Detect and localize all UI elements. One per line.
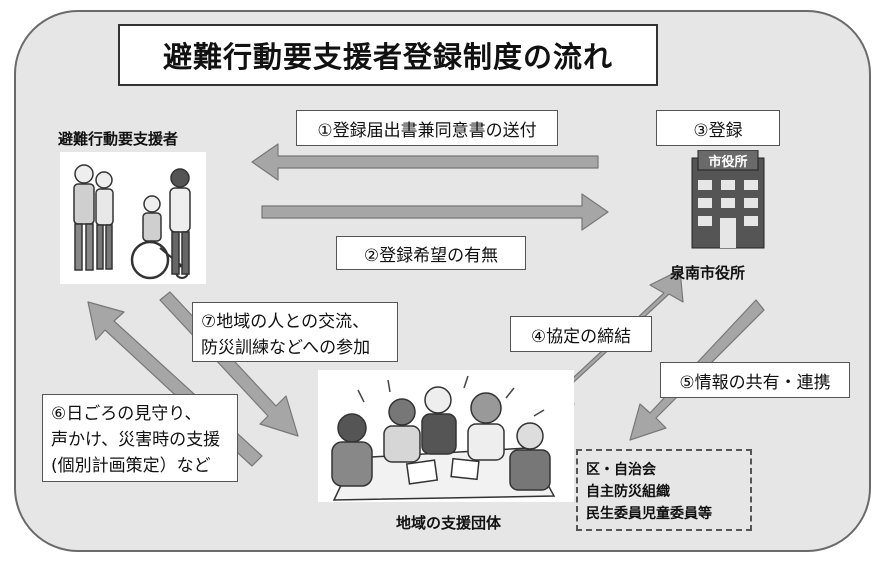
city-hall-sign: 市役所: [708, 155, 748, 170]
step-7-line-1: ⑦地域の人との交流、: [201, 312, 370, 332]
step-6-label: ⑥日ごろの見守り、 声かけ、災害時の支援 (個別計画策定）など: [42, 394, 238, 482]
support-group-label: 地域の支援団体: [396, 514, 502, 532]
step-6-line-1: ⑥日ごろの見守り、: [51, 404, 202, 424]
step-6-line-3: (個別計画策定）など: [51, 456, 211, 476]
arrow-2-right: [261, 193, 609, 231]
step-2-label: ②登録希望の有無: [336, 236, 526, 270]
step-7-label: ⑦地域の人との交流、 防災訓練などへの参加: [192, 302, 398, 362]
city-hall-label: 泉南市役所: [670, 264, 746, 282]
city-hall-building: 市役所: [686, 149, 770, 250]
step-4-label: ④協定の締結: [510, 316, 652, 352]
org-item: 区・自治会: [586, 462, 656, 478]
arrow-1-left: [251, 143, 599, 181]
step-6-line-2: 声かけ、災害時の支援: [51, 430, 221, 450]
step-5-label: ⑤情報の共有・連携: [660, 362, 850, 398]
org-item: 民生委員児童委員等: [586, 506, 712, 522]
step-3-label: ③登録: [656, 110, 780, 146]
step-1-label: ①登録届出書兼同意書の送付: [296, 110, 558, 146]
person-label: 避難行動要支援者: [58, 130, 179, 148]
support-group-illustration: [318, 370, 574, 502]
organizations-box: 区・自治会 自主防災組織 民生委員児童委員等: [576, 449, 752, 531]
people-illustration: [60, 152, 206, 284]
org-item: 自主防災組織: [586, 484, 670, 500]
step-7-line-2: 防災訓練などへの参加: [201, 338, 371, 358]
diagram-title: 避難行動要支援者登録制度の流れ: [118, 24, 658, 86]
